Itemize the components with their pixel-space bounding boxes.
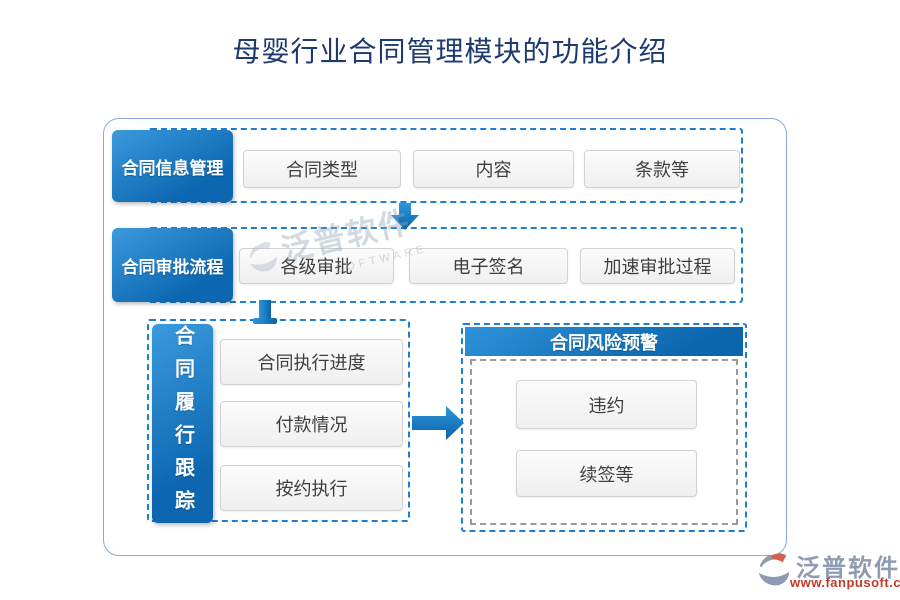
node-payment-status: 付款情况 (220, 401, 403, 447)
node-accelerate-approval: 加速审批过程 (580, 248, 735, 284)
group-label-contract-info-text: 合同信息管理 (121, 158, 224, 178)
node-execution-progress: 合同执行进度 (220, 339, 403, 385)
arrow-right-icon (412, 406, 464, 440)
group-label-performance-tracking-text: 合同履行跟踪 (171, 324, 194, 523)
node-terms: 条款等 (584, 150, 740, 188)
node-breach: 违约 (516, 380, 697, 429)
group-label-approval-flow: 合同审批流程 (112, 228, 233, 302)
arrow-down-icon (391, 203, 419, 230)
node-perform-as-agreed: 按约执行 (220, 465, 403, 511)
brand-logo: 泛普软件 www.fanpusoft.com (752, 548, 900, 594)
brand-url: www.fanpusoft.com (790, 575, 900, 590)
node-renewal: 续签等 (516, 450, 697, 497)
node-multilevel-approval: 各级审批 (239, 248, 394, 284)
connector-down-icon (253, 300, 277, 324)
brand-name: 泛普软件 (796, 555, 900, 582)
node-content: 内容 (413, 150, 574, 188)
node-electronic-signature: 电子签名 (409, 248, 568, 284)
group-label-performance-tracking: 合同履行跟踪 (152, 324, 213, 523)
node-contract-type: 合同类型 (243, 150, 401, 188)
risk-panel-title: 合同风险预警 (550, 332, 658, 353)
group-label-approval-flow-text: 合同审批流程 (121, 257, 224, 277)
brand-logo-icon (758, 553, 790, 586)
page-title: 母婴行业合同管理模块的功能介绍 (232, 37, 668, 68)
group-label-contract-info: 合同信息管理 (112, 130, 233, 202)
risk-inner-box (470, 359, 738, 525)
risk-panel-header: 合同风险预警 (465, 327, 743, 356)
